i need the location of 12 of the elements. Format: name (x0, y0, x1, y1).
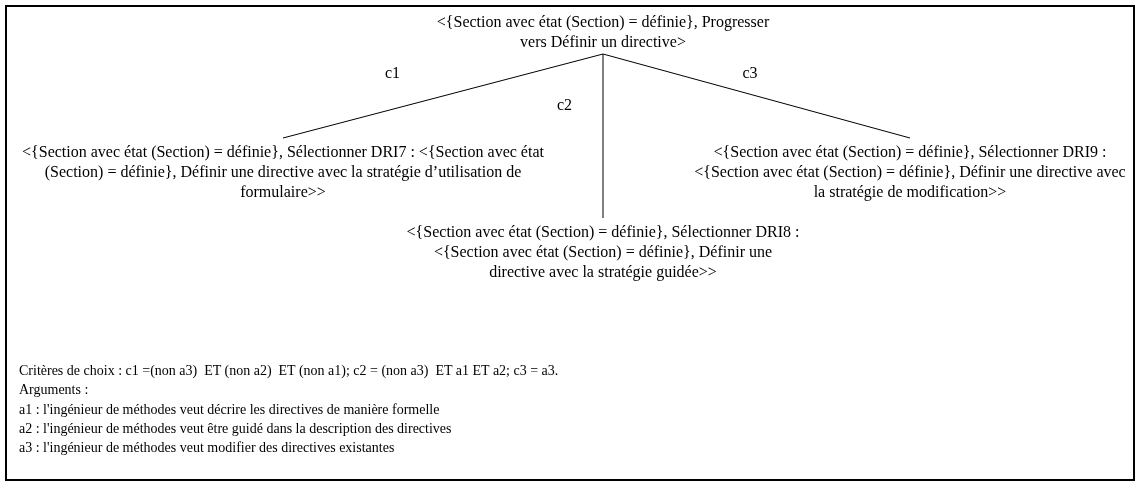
node-text: <{Section avec état (Section) = définie}, Progresser vers Définir un directive> (433, 12, 773, 52)
node-text: <{Section avec état (Section) = définie}, Sélectionner DRI9 : <{Section avec état (Section) = définie}, Définir une directive avec la stratégie de modification>> (690, 142, 1130, 202)
note-text: Arguments : (19, 381, 89, 399)
note-text: a1 : l'ingénieur de méthodes veut décrire les directives de manière formelle (19, 401, 440, 419)
connector-line (602, 53, 911, 139)
note-text: a3 : l'ingénieur de méthodes veut modifier des directives existantes (19, 439, 395, 457)
connector-line (282, 53, 604, 139)
node-text: <{Section avec état (Section) = définie}, Sélectionner DRI7 : <{Section avec état (Section) = définie}, Définir une directive avec la stratégie d’utilisation de formulaire>> (18, 142, 548, 202)
note-text: a2 : l'ingénieur de méthodes veut être guidé dans la description des directives (19, 420, 452, 438)
node-text: <{Section avec état (Section) = définie}, Sélectionner DRI8 : <{Section avec état (Section) = définie}, Définir une directive avec la stratégie guidée>> (405, 222, 801, 282)
connector-line (602, 53, 604, 219)
note-text: Critères de choix : c1 =(non a3) ET (non a2) ET (non a1); c2 = (non a3) ET a1 ET a2; c3 = a3. (19, 362, 559, 380)
